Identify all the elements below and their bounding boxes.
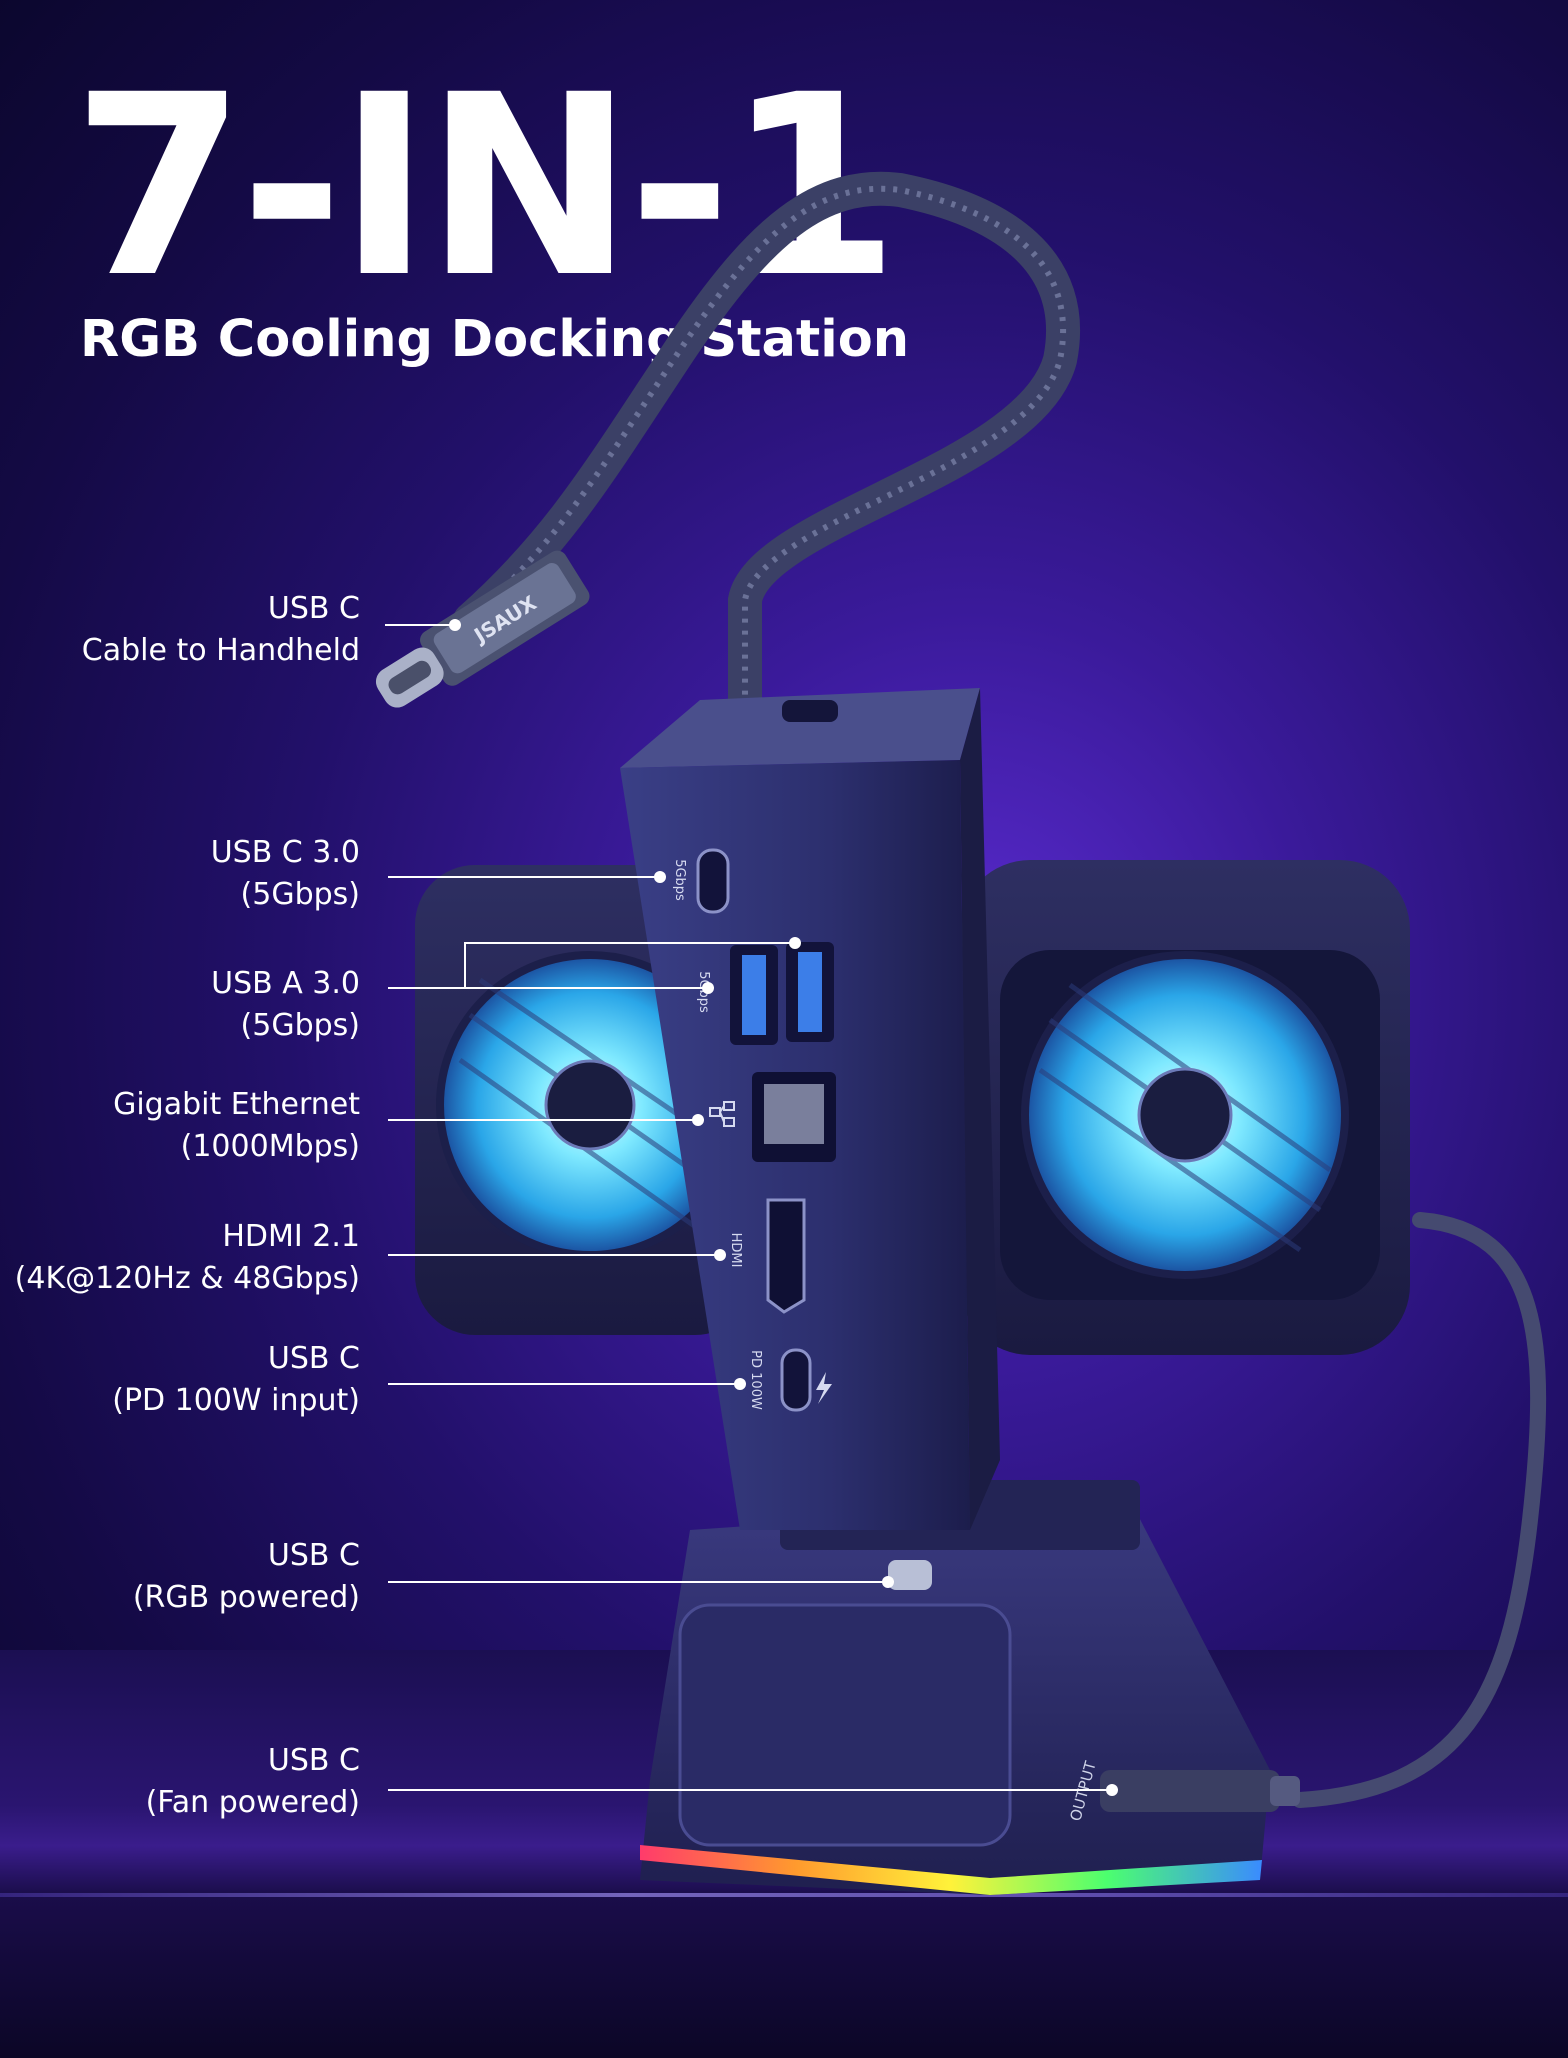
stand-front-face [678,1603,1012,1847]
label-usbc-cable: USB C Cable to Handheld [82,588,360,672]
label-line1: USB C [267,1538,360,1573]
network-icon [709,1101,735,1127]
label-hdmi: HDMI 2.1 (4K@120Hz & 48Gbps) [15,1216,360,1300]
label-line2: (PD 100W input) [112,1383,360,1418]
label-line2: (RGB powered) [132,1580,360,1615]
label-line1: Gigabit Ethernet [113,1087,360,1122]
output-plug [1100,1770,1300,1812]
label-pd-input: USB C (PD 100W input) [112,1338,360,1422]
pd-marking: PD 100W [748,1350,763,1410]
label-line1: USB A 3.0 [211,966,360,1001]
hdmi-marking: HDMI [728,1233,743,1268]
label-line1: USB C [267,1743,360,1778]
hdmi-port [766,1198,806,1314]
rgb-usbc-port [888,1560,932,1590]
usba-speed-marking: 5Gbps [696,971,711,1013]
floor-edge-highlight [0,1893,1568,1897]
pd-usbc-port [780,1348,812,1412]
fan-power-cable [1292,1212,1547,1808]
label-ethernet: Gigabit Ethernet (1000Mbps) [113,1084,360,1168]
callout-lines [385,624,1112,1791]
label-line2: (4K@120Hz & 48Gbps) [14,1261,360,1296]
label-line2: (1000Mbps) [180,1129,360,1164]
usbc-connector: JSAUX [375,550,590,708]
label-line1: USB C [267,1341,360,1376]
callout-dots [449,619,1118,1796]
label-line2: (5Gbps) [240,1008,360,1043]
label-line2: Cable to Handheld [81,633,360,668]
usbc-speed-marking: 5Gbps [672,859,687,901]
usbc-3-port [696,848,730,914]
hub-top [620,688,980,768]
label-rgb-powered: USB C (RGB powered) [133,1535,360,1619]
label-line1: HDMI 2.1 [222,1219,360,1254]
subtitle: RGB Cooling Docking Station [80,310,910,369]
label-fan-powered: USB C (Fan powered) [146,1740,360,1824]
label-line1: USB C 3.0 [210,835,360,870]
label-usba-3: USB A 3.0 (5Gbps) [211,963,360,1047]
label-line2: (Fan powered) [145,1785,360,1820]
label-line1: USB C [267,591,360,626]
label-line2: (5Gbps) [240,877,360,912]
label-usbc-3: USB C 3.0 (5Gbps) [211,832,360,916]
lightning-icon [816,1372,832,1404]
braided-cable [453,171,1081,717]
